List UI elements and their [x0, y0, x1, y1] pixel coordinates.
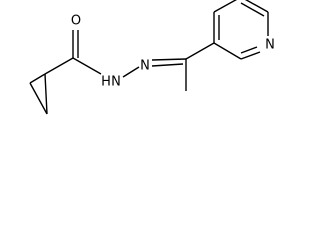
pyridine-n-label: N — [265, 38, 275, 53]
atom-hydrazone-n: N — [140, 59, 150, 74]
bond-n-to-c-2 — [151, 63, 184, 67]
hydrazone-double-bond — [151, 58, 187, 67]
bond-n-to-c-1 — [151, 58, 187, 61]
carbonyl-double-bond — [72, 30, 79, 58]
bond-to-pyridine — [185, 42, 215, 60]
atom-amide-nh: H N — [101, 75, 121, 90]
atom-pyridine-n: N — [265, 38, 275, 53]
bond-pyridine-3 — [244, 0, 269, 13]
bond-ring-to-carbonyl — [44, 57, 74, 75]
cyclopropane-ring — [29, 73, 48, 115]
bond-pyridine-3-inner — [240, 2, 265, 17]
oxygen-label: O — [71, 14, 81, 29]
hydrazone-n-label: N — [140, 59, 150, 74]
bond-pyridine-2 — [213, 0, 238, 13]
molecule-canvas: O H N N N — [0, 0, 292, 127]
pyridine-ring — [213, 0, 269, 60]
amide-h-label: H — [101, 75, 111, 90]
bond-carbonyl-to-nh — [72, 57, 102, 75]
bond-pyridine-5 — [240, 51, 261, 60]
bond-cyclopropane-1 — [29, 82, 48, 115]
bond-nh-to-n — [122, 66, 140, 78]
bond-cyclopropane-2 — [44, 73, 48, 115]
atom-oxygen: O — [71, 14, 81, 29]
molecular-structure-diagram: O H N N N — [29, 0, 275, 115]
bond-cyclopropane-3 — [29, 73, 46, 84]
amide-n-label: N — [111, 75, 121, 90]
bond-pyridine-6 — [213, 42, 242, 60]
bond-pyridine-5-inner — [240, 46, 258, 54]
